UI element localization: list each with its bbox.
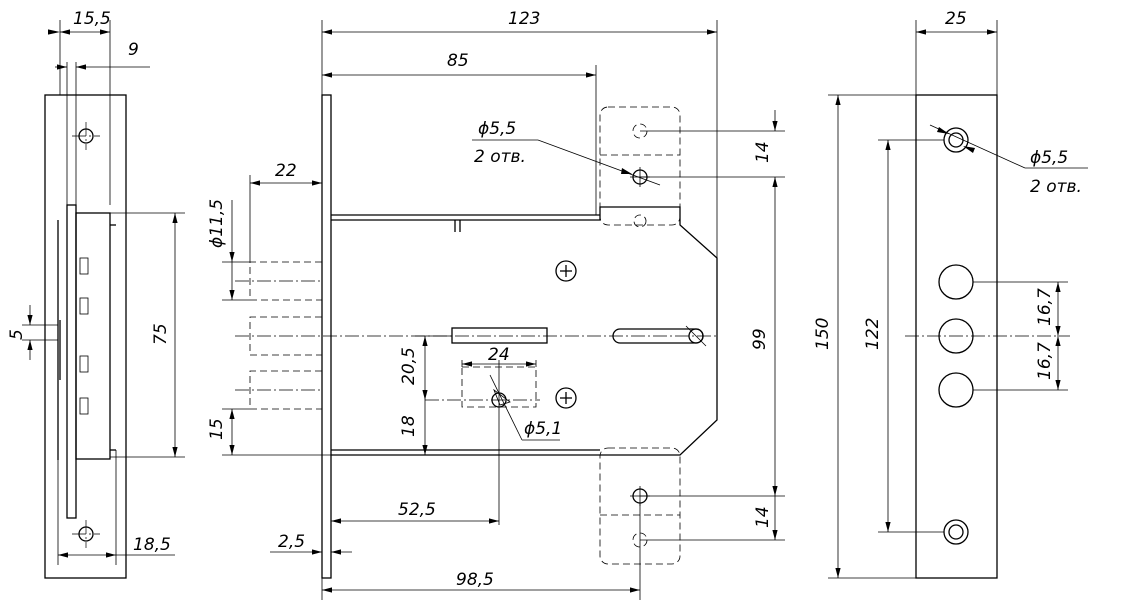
dim-122: 122 [863,318,883,350]
dim-85: 85 [447,51,469,71]
front-plate [321,94,332,579]
top-strike-plate [599,106,681,226]
dim-14-top: 14 [753,141,773,163]
dim-52-5: 52,5 [398,500,436,520]
dim-9: 9 [128,40,139,60]
dim-18: 18 [399,415,419,437]
note-holes-right: 2 отв. [1030,177,1082,197]
bolt-middle [249,316,322,356]
case-body [331,206,718,456]
front-view: 123 85 ϕ5,5 2 отв. 22 ϕ11,5 15 [207,9,785,600]
dim-25: 25 [945,9,967,29]
dim-15-5: 15,5 [73,9,111,29]
case-body-side [75,212,111,460]
bolt-hole-top [938,264,974,300]
dim-14-bottom: 14 [753,506,773,528]
dim-20-5: 20,5 [399,347,419,385]
spindle-pin [688,328,704,344]
dim-5: 5 [7,329,27,340]
screw-upper [555,260,577,282]
faceplate-view: 25 150 122 ϕ5,5 2 отв. 16,7 16,7 [813,9,1088,579]
dim-123: 123 [508,9,540,29]
dim-2-5: 2,5 [278,532,305,552]
bolt-bottom [249,370,322,410]
dim-99: 99 [750,328,770,350]
dim-16-7-bottom: 16,7 [1035,342,1055,380]
dim-22: 22 [275,161,297,181]
dim-98-5: 98,5 [456,570,494,590]
screw-lower [555,387,577,409]
bottom-countersunk-hole [943,519,969,545]
dim-phi11-5: ϕ11,5 [207,199,227,248]
note-holes-center: 2 отв. [474,147,526,167]
faceplate-front [915,94,998,579]
top-countersunk-hole [943,127,969,153]
dim-phi5-1: ϕ5,1 [524,419,562,439]
faceplate-outline [44,94,127,579]
dim-150: 150 [813,318,833,350]
dim-16-7-top: 16,7 [1035,288,1055,326]
bolt-top [249,261,322,301]
lever-slot [451,327,548,344]
dim-phi5-5-right: ϕ5,5 [1030,148,1068,168]
dim-75: 75 [151,323,171,345]
side-view: 15,5 9 5 75 18,5 [7,9,185,579]
dim-18-5: 18,5 [133,535,171,555]
dim-phi5-5-center: ϕ5,5 [478,119,516,139]
dim-24: 24 [488,345,510,365]
bolt-hole-bottom [938,372,974,408]
dim-15: 15 [207,418,227,440]
case-strip [66,204,77,519]
